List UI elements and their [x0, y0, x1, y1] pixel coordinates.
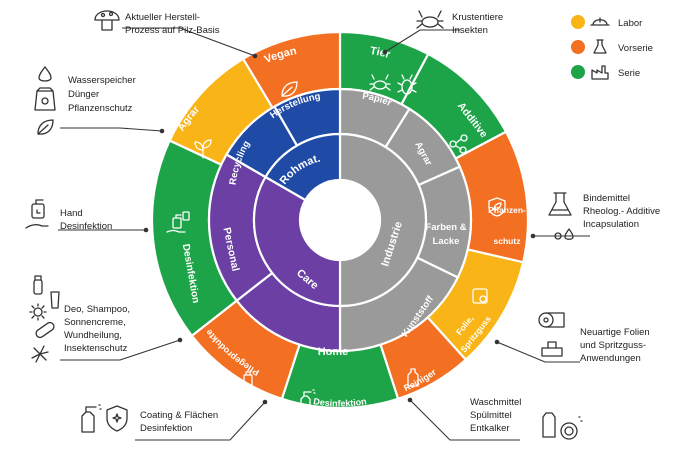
leaf-icon — [281, 81, 298, 97]
connector-coat — [135, 401, 266, 441]
water-drop-icon — [38, 66, 52, 82]
callout-deo-2: Sonnencreme, — [64, 317, 126, 328]
legend-label-labor: Labor — [618, 18, 642, 29]
label-pflanzen-2: schutz — [494, 236, 521, 246]
mushroom-icon — [94, 10, 120, 31]
detergent-dishes-icon — [542, 412, 583, 440]
callout-wasch-3: Entkalker — [470, 423, 510, 434]
label-farben-1: Farben & — [425, 222, 466, 233]
mosquito-icon — [31, 345, 49, 363]
detergent-bottle-icon — [407, 368, 419, 387]
molecule-icon — [449, 134, 468, 154]
legend-label-serie: Serie — [618, 68, 640, 79]
connector-wasch — [409, 399, 520, 441]
callout-deo-1: Deo, Shampoo, — [64, 304, 130, 315]
callout-binde-1: Bindemittel — [583, 193, 630, 204]
label-pflanzen-1: Pflanzen- — [488, 205, 526, 215]
flask-small-icon — [593, 39, 607, 54]
center-hole — [300, 180, 380, 260]
callout-pilz-2: Prozess auf Pilz-Basis — [125, 25, 220, 36]
droplet-circle-icon — [554, 228, 574, 240]
hand-sanitizer-icon — [166, 211, 190, 233]
connector-folien — [496, 341, 580, 363]
leaf-outline-icon — [37, 119, 54, 135]
callout-wasser-1: Wasserspeicher — [68, 75, 136, 86]
spray-bottle-icon — [300, 389, 316, 410]
callout-hand-1: Hand — [60, 208, 83, 219]
sunscreen-tube-icon — [50, 291, 60, 309]
shield-leaf-icon — [488, 197, 506, 217]
sun-icon — [29, 303, 47, 321]
callout-krust-1: Krustentiere — [452, 12, 503, 23]
callout-wasser-3: Pflanzenschutz — [68, 103, 133, 114]
sprout-icon — [194, 139, 212, 159]
label-farben-2: Lacke — [433, 236, 460, 247]
label-home: Home — [318, 346, 349, 358]
callout-binde-3: Incapsulation — [583, 219, 639, 230]
legend-dot-vorserie — [571, 40, 585, 54]
callout-deo-3: Wundheilung, — [64, 330, 122, 341]
callout-binde-2: Rheolog.- Additive — [583, 206, 660, 217]
legend-dot-serie — [571, 65, 585, 79]
middle-ring — [207, 87, 473, 353]
legend: Labor Vorserie Serie — [571, 15, 653, 80]
hardhat-icon — [590, 17, 610, 26]
connector-wasser — [60, 127, 163, 132]
bandage-icon — [35, 321, 55, 339]
callout-pilz-1: Aktueller Herstell- — [125, 12, 200, 23]
factory-icon — [591, 65, 609, 80]
callout-wasch-1: Waschmittel — [470, 397, 521, 408]
deodorant-icon — [33, 275, 43, 295]
label-tier: Tier — [369, 45, 392, 61]
callout-wasser-2: Dünger — [68, 89, 99, 100]
spray-bottle-outline-icon — [81, 404, 102, 433]
legend-dot-labor — [571, 15, 585, 29]
svg-text:Tier: Tier — [369, 45, 392, 61]
connector-deo — [60, 339, 181, 361]
callout-folien-1: Neuartige Folien — [580, 327, 650, 338]
label-desinfektion-home: Desinfektion — [313, 396, 368, 408]
crab-icon — [369, 74, 391, 91]
fertilizer-bag-icon — [34, 87, 56, 111]
legend-label-vorserie: Vorserie — [618, 43, 653, 54]
callout-deo-4: Insektenschutz — [64, 343, 128, 354]
flask-icon — [548, 192, 572, 216]
callout-hand-2: Desinfektion — [60, 221, 112, 232]
callout-folien-3: Anwendungen — [580, 353, 641, 364]
film-roll-icon — [472, 288, 488, 304]
beetle-icon — [397, 74, 417, 95]
callout-wasch-2: Spülmittel — [470, 410, 512, 421]
hand-sanitizer-outline-icon — [25, 199, 49, 229]
connector-krust — [384, 29, 460, 53]
film-roll-outline-icon — [538, 312, 565, 328]
shield-sparkle-icon — [106, 405, 128, 432]
callout-folien-2: und Spritzguss- — [580, 340, 646, 351]
callout-krust-2: Insekten — [452, 25, 488, 36]
callout-coat-2: Desinfektion — [140, 423, 192, 434]
cosmetics-icon — [233, 371, 253, 390]
callout-coat-1: Coating & Flächen — [140, 410, 218, 421]
crab-outline-icon — [416, 10, 444, 29]
svg-text:Desinfektion: Desinfektion — [313, 396, 368, 408]
connector-pilz — [122, 27, 256, 57]
injection-mold-icon — [541, 341, 563, 357]
connector-lines — [58, 27, 590, 441]
